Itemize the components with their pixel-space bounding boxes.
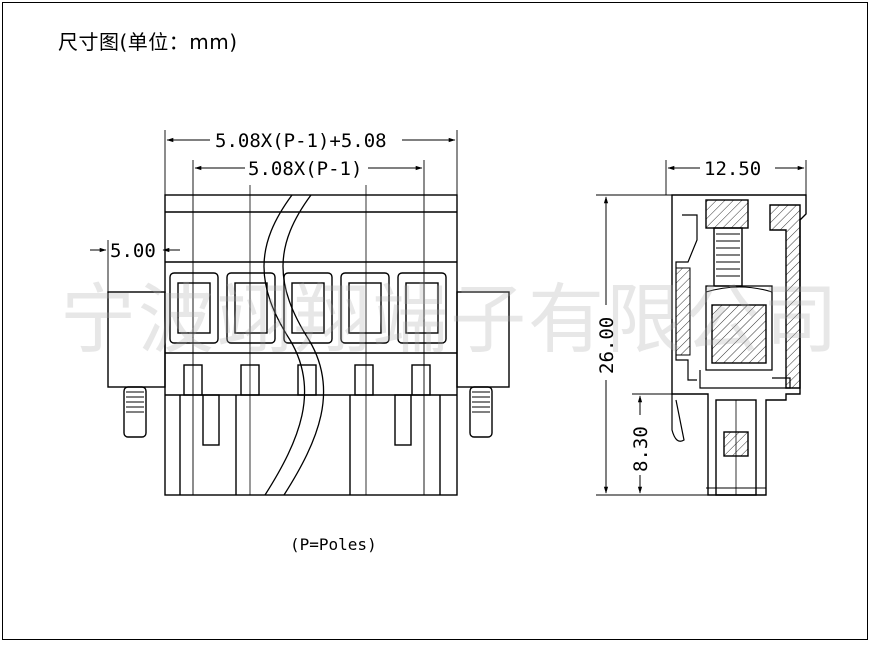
side-dimension-lines xyxy=(603,165,805,494)
clamp-cage xyxy=(711,304,767,364)
wire-entry-2 xyxy=(226,272,276,344)
side-body-outline xyxy=(671,194,807,496)
dim-flange-offset: 5.00 xyxy=(110,240,156,262)
latch xyxy=(671,394,685,442)
dim-pin-length: 8.30 xyxy=(630,426,652,472)
poles-note: (P=Poles) xyxy=(290,535,377,554)
break-line-right xyxy=(282,194,325,496)
clamp-frame xyxy=(705,285,773,371)
dim-pitch-span: 5.08X(P-1) xyxy=(248,158,362,180)
dim-height: 26.00 xyxy=(596,317,618,374)
wire-entry-5 xyxy=(397,272,447,344)
contact-row xyxy=(179,364,441,495)
front-dimension-lines xyxy=(90,137,456,253)
company-watermark: 宁波翊翔端子有限公司 xyxy=(60,275,840,364)
wire-entry-4 xyxy=(340,272,390,344)
right-flange-screw xyxy=(469,386,493,438)
front-view xyxy=(107,130,510,496)
left-flange-screw xyxy=(123,386,147,438)
page-title: 尺寸图(单位：mm) xyxy=(58,30,238,54)
dim-depth: 12.50 xyxy=(704,158,761,180)
screw-head xyxy=(705,199,749,229)
side-view xyxy=(596,160,807,496)
dim-overall-width: 5.08X(P-1)+5.08 xyxy=(215,130,387,152)
wire-entry-1 xyxy=(169,272,219,344)
drawing-border xyxy=(2,2,868,640)
break-line-left xyxy=(263,194,306,496)
